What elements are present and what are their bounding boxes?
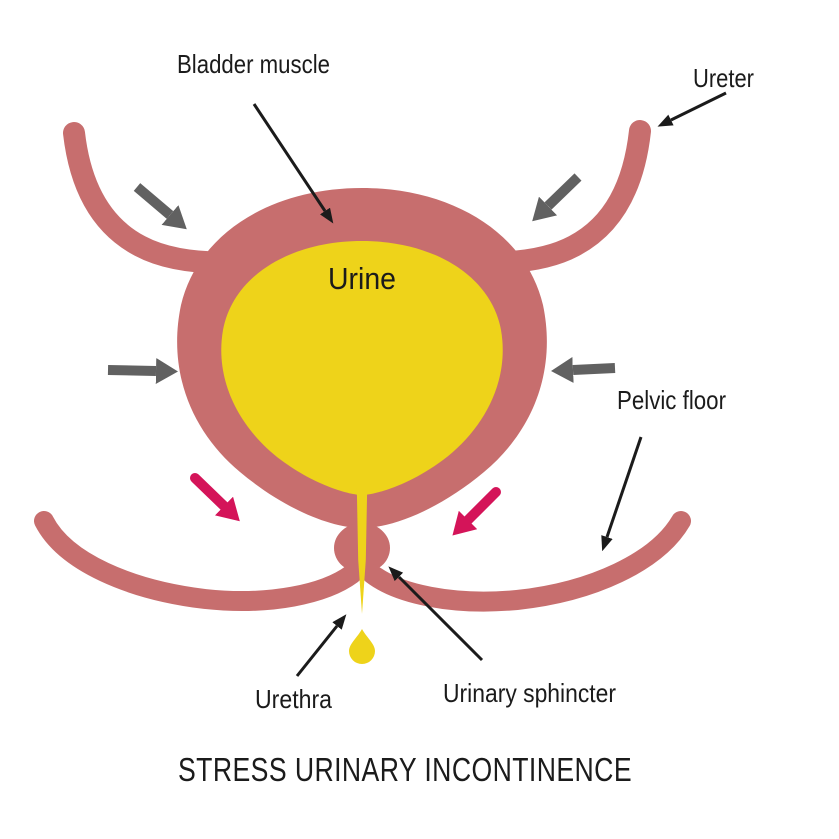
label-urinary-sphincter: Urinary sphincter	[443, 678, 616, 708]
urine-fill	[221, 241, 503, 495]
pelvic-floor-right-band	[362, 511, 691, 612]
urine-drop	[349, 629, 375, 664]
pointer-arrow-ureter-icon	[657, 91, 727, 127]
label-bladder-muscle: Bladder muscle	[177, 49, 330, 79]
pointer-arrow-urinary-sphincter-icon	[388, 566, 484, 662]
label-ureter: Ureter	[693, 63, 754, 93]
pelvic-floor-left-band	[34, 511, 362, 611]
stress-arrow-bottom-right-icon	[452, 487, 501, 536]
diagram-title: STRESS URINARY INCONTINENCE	[178, 751, 632, 788]
label-urethra: Urethra	[255, 684, 332, 714]
pointer-arrow-pelvic-floor-icon	[601, 436, 643, 552]
urethra-stream	[356, 472, 368, 614]
label-urine: Urine	[328, 261, 396, 296]
pressure-arrow-top-left-icon	[133, 183, 187, 230]
pointer-arrow-urethra-icon	[295, 614, 347, 677]
pressure-arrow-mid-left-icon	[107, 358, 178, 384]
pointer-arrow-bladder-muscle-icon	[252, 103, 334, 224]
label-pelvic-floor: Pelvic floor	[617, 385, 726, 415]
stress-arrow-bottom-left-icon	[190, 473, 240, 522]
pressure-arrow-mid-right-icon	[551, 357, 616, 383]
pressure-arrow-top-right-icon	[532, 173, 582, 222]
